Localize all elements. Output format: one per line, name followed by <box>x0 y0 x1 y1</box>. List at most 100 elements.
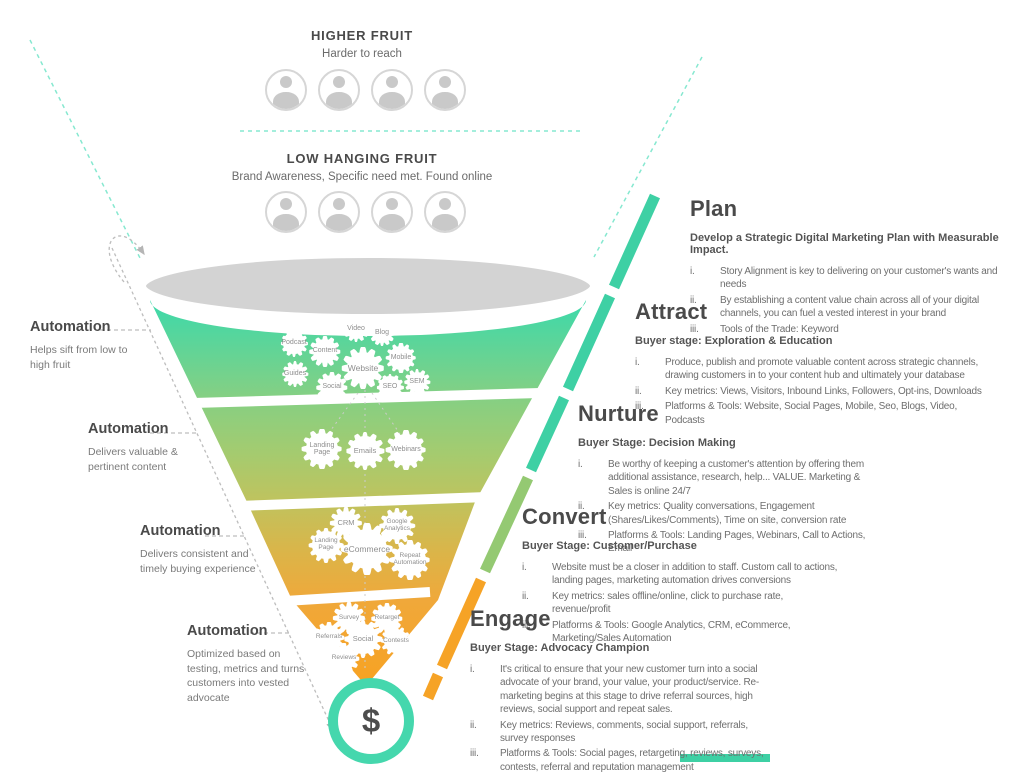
item-numeral: iii. <box>635 401 644 413</box>
person-avatar-icon <box>424 69 466 111</box>
funnel-gap-2 <box>237 492 488 511</box>
avatar-head <box>438 76 452 89</box>
stage-list-item: ii. Key metrics: Quality conversations, … <box>578 500 883 527</box>
item-numeral: i. <box>635 357 640 368</box>
funnel-catch-line-right <box>593 56 703 258</box>
automation-note-description: Delivers valuable & pertinent content <box>88 446 178 473</box>
item-text: Key metrics: Quality conversations, Enga… <box>608 501 847 526</box>
item-numeral: ii. <box>578 501 585 513</box>
item-text: Story Alignment is key to delivering on … <box>720 266 998 291</box>
item-numeral: ii. <box>470 719 477 731</box>
avatar-head <box>385 198 399 211</box>
automation-guide-line <box>111 247 334 732</box>
stage-list-item: i. Story Alignment is key to delivering … <box>690 265 1020 292</box>
item-text: By establishing a content value chain ac… <box>720 294 980 320</box>
stage-list-item: iii. Platforms & Tools: Website, Social … <box>635 400 997 427</box>
stage-list-item: ii. Key metrics: sales offline/online, c… <box>522 590 842 617</box>
stage-list-item: iii. Platforms & Tools: Social pages, re… <box>470 747 770 774</box>
stage-section-attract: Attract Buyer stage: Exploration & Educa… <box>635 299 997 429</box>
item-numeral: i. <box>470 664 475 675</box>
item-numeral: i. <box>578 459 583 470</box>
avatar-shoulders <box>432 213 458 231</box>
slash-nurture <box>526 395 569 473</box>
automation-note-description: Helps sift from low to high fruit <box>30 344 128 371</box>
avatar-head <box>438 198 452 211</box>
item-numeral: ii. <box>635 385 642 397</box>
item-text: Tools of the Trade: Keyword <box>720 323 839 335</box>
avatar-shoulders <box>379 213 405 231</box>
item-text: Produce, publish and promote valuable co… <box>665 357 979 382</box>
stage-subtitle: Develop a Strategic Digital Marketing Pl… <box>690 232 999 256</box>
automation-note-title: Automation <box>140 523 221 539</box>
person-avatar-icon <box>265 69 307 111</box>
automation-note-4: Automation Optimized based on testing, m… <box>187 623 315 706</box>
avatar-shoulders <box>273 213 299 231</box>
item-numeral: i. <box>690 266 695 277</box>
person-avatar-icon <box>265 191 307 233</box>
higher-fruit-subtitle: Harder to reach <box>322 48 402 60</box>
stage-title: Engage <box>470 606 551 631</box>
stage-list-item: iii. Platforms & Tools: Landing Pages, W… <box>578 529 883 556</box>
automation-note-2: Automation Delivers valuable & pertinent… <box>88 421 206 474</box>
avatar-head <box>279 76 293 89</box>
avatar-shoulders <box>379 91 405 109</box>
stage-title: Attract <box>635 299 708 324</box>
automation-note-title: Automation <box>187 623 268 639</box>
stage-section-plan: Plan Develop a Strategic Digital Marketi… <box>690 196 1020 338</box>
avatar-shoulders <box>273 91 299 109</box>
automation-note-title: Automation <box>30 319 111 335</box>
avatar-head <box>332 198 346 211</box>
avatar-shoulders <box>326 91 352 109</box>
automation-note-title: Automation <box>88 421 169 437</box>
stage-section-convert: Convert Buyer Stage: Customer/Purchase i… <box>522 504 842 647</box>
person-avatar-icon <box>371 191 413 233</box>
item-numeral: iii. <box>522 619 531 631</box>
person-avatar-icon <box>424 191 466 233</box>
slash-convert <box>480 475 533 574</box>
item-text: Platforms & Tools: Social pages, retarge… <box>500 748 764 773</box>
item-numeral: i. <box>522 562 527 573</box>
item-text: Platforms & Tools: Google Analytics, CRM… <box>552 619 791 644</box>
avatar-head <box>332 76 346 89</box>
stage-list-item: iii. Platforms & Tools: Google Analytics… <box>522 619 842 646</box>
item-text: Platforms & Tools: Website, Social Pages… <box>665 401 958 426</box>
footer-accent-bar <box>680 754 770 762</box>
item-text: Key metrics: Reviews, comments, social s… <box>500 719 748 744</box>
automation-note-description: Delivers consistent and timely buying ex… <box>140 548 256 575</box>
person-avatar-icon <box>318 69 360 111</box>
item-numeral: iii. <box>470 748 479 760</box>
item-text: Website must be a closer in addition to … <box>552 562 838 587</box>
stage-subtitle: Buyer Stage: Decision Making <box>578 437 736 449</box>
stage-title: Nurture <box>578 401 659 426</box>
automation-note-description: Optimized based on testing, metrics and … <box>187 648 305 705</box>
automation-note-1: Automation Helps sift from low to high f… <box>30 319 142 372</box>
item-numeral: ii. <box>522 590 529 602</box>
stage-list-item: iii. Tools of the Trade: Keyword <box>690 323 1020 336</box>
low-hanging-fruit-subtitle: Brand Awareness, Specific need met. Foun… <box>231 171 493 183</box>
avatar-head <box>385 76 399 89</box>
low-hanging-fruit-title: LOW HANGING FRUIT <box>286 151 438 166</box>
stage-subtitle: Buyer Stage: Advocacy Champion <box>470 642 650 654</box>
dollar-badge: $ <box>328 678 414 764</box>
stage-section-nurture: Nurture Buyer Stage: Decision Making i. … <box>578 401 883 558</box>
item-text: Key metrics: sales offline/online, click… <box>552 590 784 616</box>
funnel-mouth-ellipse <box>138 250 598 322</box>
item-text: Be worthy of keeping a customer's attent… <box>608 459 864 497</box>
item-text: Key metrics: Views, Visitors, Inbound Li… <box>665 385 982 397</box>
stage-section-engage: Engage Buyer Stage: Advocacy Champion i.… <box>470 606 770 776</box>
higher-fruit-block: HIGHER FRUIT Harder to reach <box>212 28 512 60</box>
person-avatar-icon <box>318 191 360 233</box>
stage-list-item: ii. Key metrics: Views, Visitors, Inboun… <box>635 385 997 398</box>
stage-subtitle: Buyer stage: Exploration & Education <box>635 335 833 347</box>
person-avatar-icon <box>371 69 413 111</box>
item-numeral: ii. <box>690 294 697 306</box>
higher-fruit-title: HIGHER FRUIT <box>310 28 414 43</box>
stage-list-item: i. Produce, publish and promote valuable… <box>635 356 997 383</box>
stage-list-item: i. Be worthy of keeping a customer's att… <box>578 458 883 498</box>
stage-title: Plan <box>690 196 738 221</box>
stage-title: Convert <box>522 504 607 529</box>
item-text: It's critical to ensure that your new cu… <box>500 664 760 716</box>
slash-attract <box>562 293 616 392</box>
funnel-gap-1 <box>192 388 541 408</box>
automation-loop-arrow <box>108 235 145 283</box>
